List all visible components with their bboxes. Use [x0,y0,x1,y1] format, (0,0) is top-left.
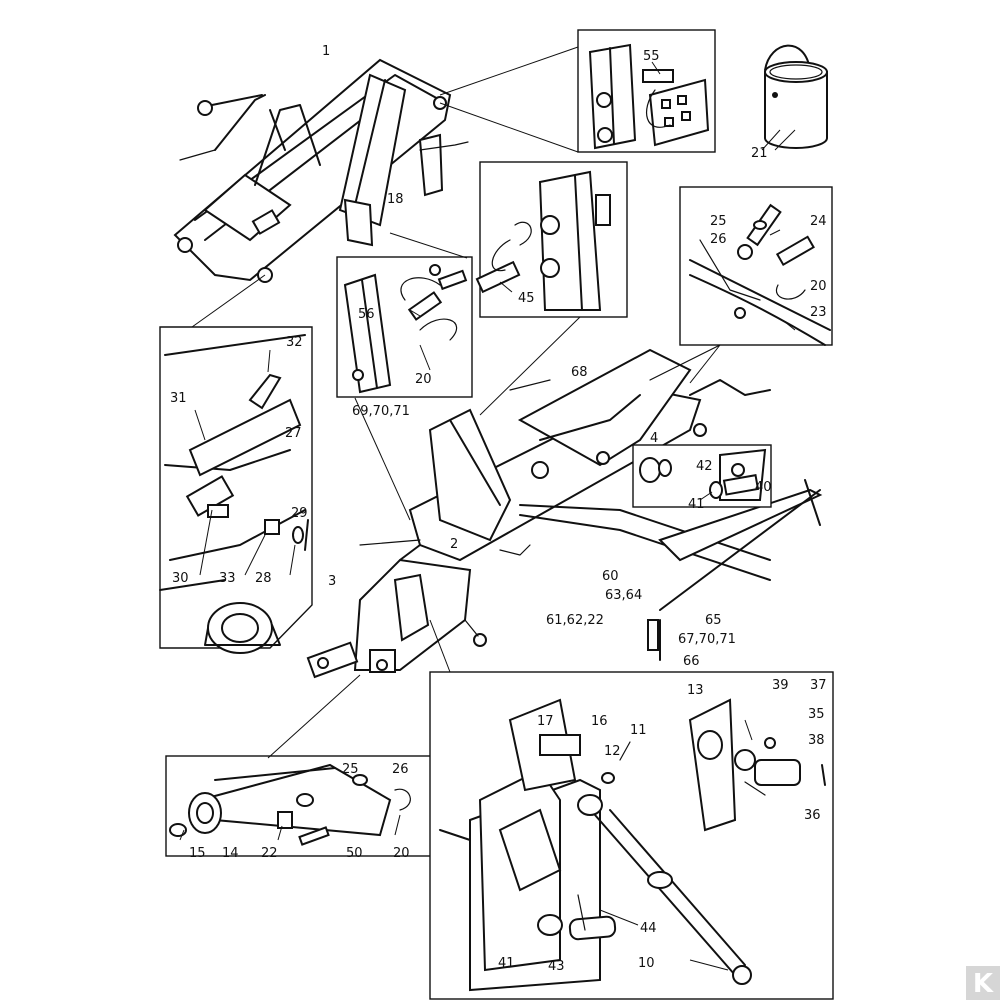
callout-c25b: 25 [342,762,359,777]
callout-c39: 39 [772,678,789,693]
callout-c17: 17 [537,714,554,729]
callout-c41b: 41 [498,956,515,971]
paint-can-21 [764,44,828,151]
connector-lines [191,46,781,759]
callout-c22: 22 [261,846,278,861]
callout-c65: 65 [705,613,722,628]
brand-logo: K [966,966,1000,1000]
callout-c32: 32 [286,335,303,350]
inset-23-26 [679,186,833,346]
inset-45 [475,161,628,318]
inset-27-33 [159,326,313,654]
inset-56-20 [336,256,473,398]
callout-c26b: 26 [392,762,409,777]
callout-c50: 50 [346,846,363,861]
callout-c31: 31 [170,391,187,406]
callout-c28: 28 [255,571,272,586]
callout-c2: 2 [450,537,458,552]
callout-c43: 43 [548,959,565,974]
callout-c40: 40 [755,480,772,495]
callout-c3: 3 [328,574,336,589]
callout-c6364: 63,64 [605,588,642,603]
callout-c36: 36 [804,808,821,823]
callout-c616222: 61,62,22 [546,613,604,628]
callout-c697071: 69,70,71 [352,404,410,419]
callout-c677071: 67,70,71 [678,632,736,647]
detail-lower-right [429,671,834,1000]
callout-c14: 14 [222,846,239,861]
callout-c66: 66 [683,654,700,669]
brand-logo-letter: K [973,969,994,999]
callout-c35: 35 [808,707,825,722]
callout-c16: 16 [591,714,608,729]
callout-c11: 11 [630,723,647,738]
line-art [159,29,834,1000]
callout-c29: 29 [291,506,308,521]
callout-c20b: 20 [810,279,827,294]
callout-c55: 55 [643,49,660,64]
callout-c13: 13 [687,683,704,698]
callout-c23: 23 [810,305,827,320]
callout-c4: 4 [650,431,658,446]
callout-c60: 60 [602,569,619,584]
callout-c10: 10 [638,956,655,971]
callout-c41a: 41 [688,497,705,512]
callout-c20a: 20 [415,372,432,387]
main-assembly [306,344,823,679]
inset-14-50 [165,755,433,857]
callout-c21: 21 [751,146,768,161]
frame-assembly-top [173,58,469,283]
callout-c15: 15 [189,846,206,861]
callout-c24: 24 [810,214,827,229]
callout-c56: 56 [358,307,375,322]
callout-c33: 33 [219,571,236,586]
callout-c20c: 20 [393,846,410,861]
callout-c44: 44 [640,921,657,936]
callout-c18: 18 [387,192,404,207]
callout-c68: 68 [571,365,588,380]
callout-c42: 42 [696,459,713,474]
callout-c45: 45 [518,291,535,306]
callout-c38: 38 [808,733,825,748]
inset-40-42 [632,444,772,508]
callout-c30: 30 [172,571,189,586]
callout-c12: 12 [604,744,621,759]
callout-c25a: 25 [710,214,727,229]
callout-c26a: 26 [710,232,727,247]
callout-c27: 27 [285,426,302,441]
inset-55 [577,29,716,153]
callout-c1: 1 [322,44,330,59]
callout-c37: 37 [810,678,827,693]
